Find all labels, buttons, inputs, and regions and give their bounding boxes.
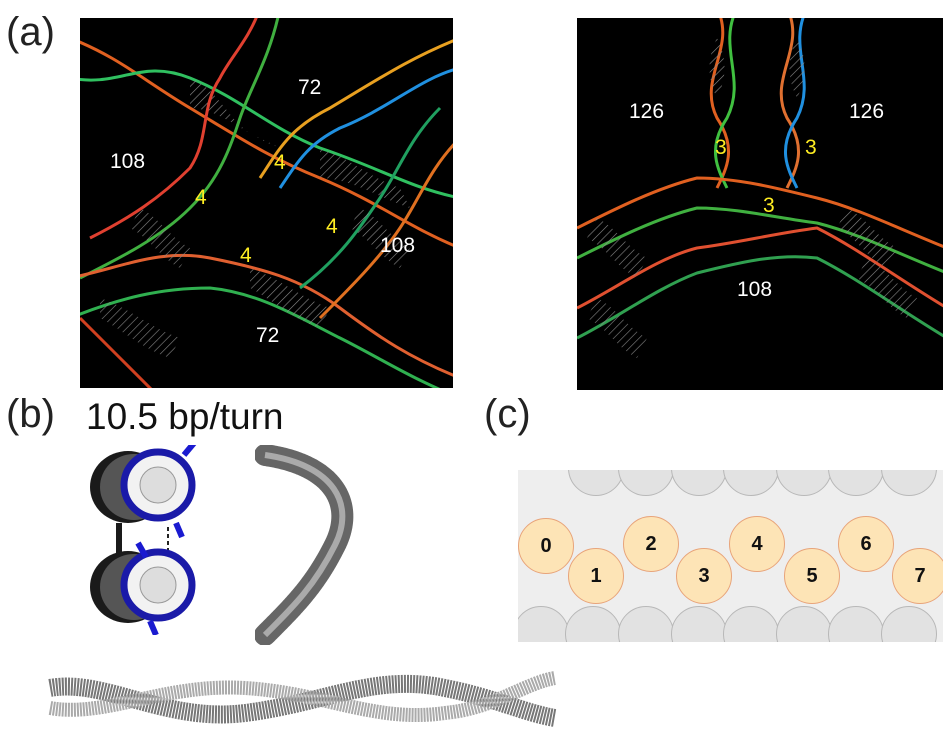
lattice-position-circle: 0 (518, 518, 574, 574)
crossover-count-label: 4 (274, 151, 286, 174)
length-label: 108 (110, 150, 146, 173)
crossover-count-label: 4 (326, 215, 338, 238)
lattice-background-circle (776, 606, 832, 642)
crossover-count-label: 4 (240, 244, 252, 267)
panel-a-left-image: 72 108 108 72 4 4 4 4 (80, 18, 453, 388)
crossover-count-label: 3 (805, 136, 817, 159)
lattice-position-circle: 4 (729, 516, 785, 572)
helix-cross-section-diagram (90, 445, 197, 635)
length-label: 108 (380, 234, 416, 257)
lattice-position-circle: 5 (784, 548, 840, 604)
lattice-background-circle (828, 606, 884, 642)
helix-twist-view (255, 445, 354, 645)
length-label: 126 (849, 100, 885, 123)
lattice-background-circle (723, 606, 779, 642)
lattice-background-circle (671, 606, 727, 642)
length-label: 72 (256, 324, 280, 347)
lattice-background-circle (723, 470, 779, 496)
lattice-background-circle (881, 606, 937, 642)
crossover-count-label: 3 (715, 136, 727, 159)
helix-strands-left (80, 18, 453, 388)
lattice-background-circle (565, 606, 621, 642)
lattice-position-circle: 1 (568, 548, 624, 604)
lattice-background-circle (776, 470, 832, 496)
panel-a-right-image: 126 126 108 3 3 3 (577, 18, 943, 390)
lattice-background-circle (618, 470, 674, 496)
crossover-count-label: 4 (195, 186, 207, 209)
crossover-count-label: 3 (763, 194, 775, 217)
lattice-background-circle (828, 470, 884, 496)
helix-side-view (48, 671, 557, 727)
panel-label-c: (c) (484, 392, 531, 436)
length-label: 72 (298, 76, 322, 99)
helix-strands-right (577, 18, 943, 358)
bp-per-turn-caption: 10.5 bp/turn (86, 396, 284, 437)
panel-label-b: (b) (6, 392, 55, 436)
lattice-position-circle: 7 (892, 548, 943, 604)
lattice-background-circle (881, 470, 937, 496)
panel-label-a: (a) (6, 10, 55, 54)
length-label: 108 (737, 278, 773, 301)
lattice-position-circle: 2 (623, 516, 679, 572)
lattice-background-circle (618, 606, 674, 642)
lattice-position-circle: 3 (676, 548, 732, 604)
lattice-background-circle (518, 606, 569, 642)
lattice-background-circle (568, 470, 624, 496)
length-label: 126 (629, 100, 665, 123)
lattice-position-circle: 6 (838, 516, 894, 572)
lattice-background-circle (671, 470, 727, 496)
lattice-diagram: 0 1 2 3 4 5 6 7 (518, 470, 943, 642)
